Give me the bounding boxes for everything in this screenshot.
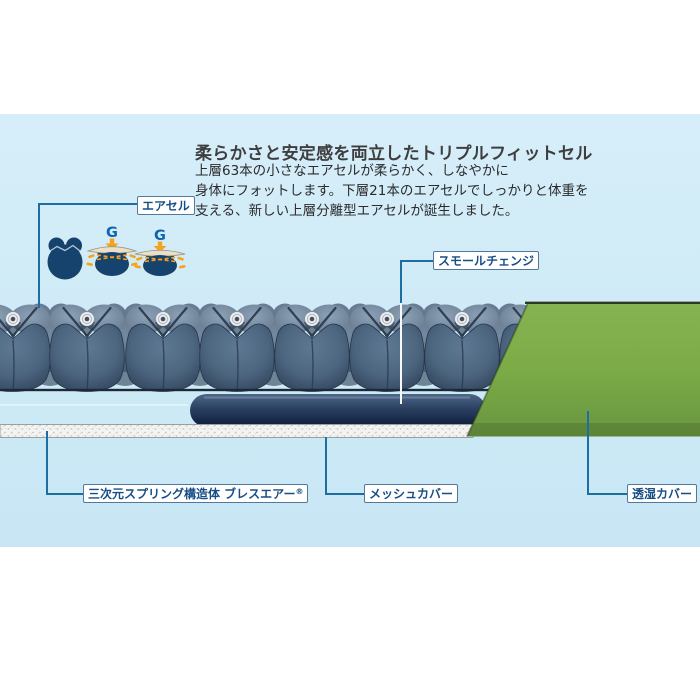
air-cell-icon-normal xyxy=(47,237,83,280)
spring-structure-label-text: 三次元スプリング構造体 ブレスエアー xyxy=(88,487,296,501)
air-cell-icon-more-compressed: G xyxy=(134,228,186,276)
air-cell-front-row xyxy=(0,303,576,393)
registered-trademark-mark: ® xyxy=(295,487,304,496)
breathable-cover-label: 透湿カバー xyxy=(627,484,698,503)
small-change-label: スモールチェンジ xyxy=(433,251,540,270)
breathable-cover-leader-line xyxy=(587,493,627,495)
description-line-3: 支える、新しい上層分離型エアセルが誕生しました。 xyxy=(195,203,519,219)
small-change-leader-line xyxy=(400,260,402,303)
spring-structure-leader-line xyxy=(46,431,48,495)
air-cell-label: エアセル xyxy=(137,196,195,215)
pressure-plate xyxy=(134,249,186,257)
lower-air-cell-tube xyxy=(190,394,486,427)
breathable-cover-leader-line xyxy=(587,411,589,495)
air-cell-behavior-icons: G G xyxy=(47,225,186,280)
mesh-cover-label: メッシュカバー xyxy=(364,484,459,503)
mattress-cutaway-illustration xyxy=(0,301,700,438)
product-description: 上層63本の小さなエアセルが柔らかく、しなやかに 身体にフォットします。下層21… xyxy=(195,161,589,221)
air-cell-leader-line xyxy=(38,203,137,205)
page-title: 柔らかさと安定感を両立したトリプルフィットセル xyxy=(195,144,593,164)
green-cover xyxy=(466,301,700,437)
air-cell-icon-compressed: G xyxy=(86,225,138,276)
g-force-label: G xyxy=(106,225,118,241)
down-arrow-icon xyxy=(157,241,163,247)
small-change-leader-line xyxy=(400,303,402,404)
mesh-cover-leader-line xyxy=(325,493,364,495)
description-line-2: 身体にフォットします。下層21本のエアセルでしっかりと体重を xyxy=(195,183,589,199)
down-arrow-icon xyxy=(109,238,115,244)
pressure-plate xyxy=(86,246,138,254)
mesh-cover-leader-line xyxy=(325,437,327,495)
description-line-1: 上層63本の小さなエアセルが柔らかく、しなやかに xyxy=(195,163,509,179)
small-change-leader-line xyxy=(400,260,433,262)
spring-structure-leader-line xyxy=(46,493,83,495)
g-force-label: G xyxy=(154,228,166,244)
mesh-layer xyxy=(0,424,474,438)
spring-structure-label: 三次元スプリング構造体 ブレスエアー® xyxy=(83,484,309,503)
air-cell-leader-line xyxy=(38,203,40,308)
cell-base-line xyxy=(0,388,497,392)
